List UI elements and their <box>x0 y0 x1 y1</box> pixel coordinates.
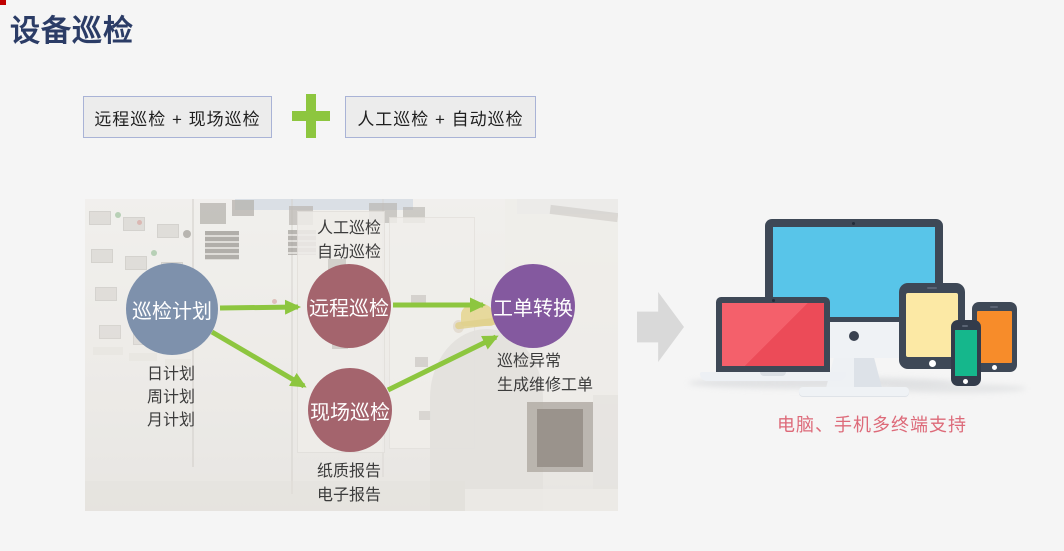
formula-left-box: 远程巡检 + 现场巡检 <box>83 96 272 138</box>
panel-meter <box>95 287 117 301</box>
photo-detail-shape <box>235 199 413 210</box>
node-workorder-transform: 工单转换 <box>491 264 575 348</box>
node-label: 巡检计划 <box>132 300 212 323</box>
panel-meter <box>157 224 179 238</box>
phablet-camera-dash <box>990 306 998 308</box>
panel-instrument <box>205 231 239 260</box>
device-shadow <box>888 384 1026 393</box>
tablet-camera-dash <box>927 287 937 289</box>
label-plate <box>93 347 123 355</box>
note-line: 巡检异常 <box>497 353 562 370</box>
monitor-logo-dot <box>849 331 859 341</box>
label-plate <box>165 359 191 367</box>
tablet-screen <box>906 293 958 357</box>
right-arrow-icon <box>637 292 684 362</box>
node-label: 远程巡检 <box>309 297 389 320</box>
photo-white-wash <box>85 199 618 511</box>
monitor-base <box>799 387 909 396</box>
node-onsite-inspection: 现场巡检 <box>308 368 392 452</box>
laptop-screen <box>722 303 824 366</box>
note-line: 纸质报告 <box>316 463 381 480</box>
note-line: 人工巡检 <box>316 220 381 237</box>
photo-detail-shape <box>419 411 431 420</box>
floor <box>465 489 618 511</box>
laptop-icon <box>716 297 830 372</box>
node-label: 现场巡检 <box>310 401 390 424</box>
plus-icon-bar <box>306 94 316 138</box>
indicator-light-red <box>137 220 142 225</box>
note-line: 日计划 <box>146 366 195 383</box>
photo-detail-shape <box>415 357 428 367</box>
phone-home-button <box>963 379 968 384</box>
note-onsite-outputs: 纸质报告 电子报告 <box>282 460 416 508</box>
node-label: 工单转换 <box>493 297 573 320</box>
phone-icon <box>951 320 981 386</box>
note-line: 电子报告 <box>316 487 381 504</box>
page-title: 设备巡检 <box>10 15 134 48</box>
indicator-light-red <box>272 299 277 304</box>
plus-icon <box>292 94 330 138</box>
phablet-screen <box>977 311 1012 363</box>
flow-arrows <box>210 297 499 393</box>
corner-mark <box>0 0 6 5</box>
label-plate <box>129 353 157 361</box>
cabinet-edge <box>291 199 293 494</box>
indicator-light-green <box>151 250 157 256</box>
monitor-camera-dot <box>852 222 855 225</box>
node-inspection-plan: 巡检计划 <box>126 263 218 355</box>
panel-meter <box>89 211 111 225</box>
laptop-camera-dot <box>772 299 775 302</box>
note-line: 周计划 <box>146 389 195 406</box>
phablet-home-button <box>992 365 997 370</box>
note-plan-types: 日计划 周计划 月计划 <box>104 363 238 432</box>
note-line: 生成维修工单 <box>497 377 594 394</box>
tablet-home-button <box>929 360 936 367</box>
node-remote-inspection: 远程巡检 <box>307 264 391 348</box>
panel-knob <box>183 230 191 238</box>
note-order-result: 巡检异常 生成维修工单 <box>497 350 618 398</box>
panel-meter <box>99 325 121 339</box>
laptop-base <box>700 372 846 381</box>
relay-box <box>232 200 254 216</box>
inspection-photo-panel: 巡检计划 远程巡检 现场巡检 工单转换 人工巡检 自动巡检 日计划 周计划 月计… <box>85 199 618 511</box>
photo-detail-shape <box>411 295 426 306</box>
relay-box <box>200 203 226 224</box>
terminals-caption: 电脑、手机多终端支持 <box>777 415 967 435</box>
desktop-monitor-icon <box>765 219 943 322</box>
note-line: 月计划 <box>146 412 195 429</box>
phablet-icon <box>972 302 1017 372</box>
arrow-plan-to-remote <box>219 299 301 315</box>
arrow-plan-to-onsite <box>210 329 307 389</box>
phone-screen <box>955 330 977 376</box>
formula-right-box: 人工巡检 + 自动巡检 <box>345 96 536 138</box>
indicator-light-green <box>115 212 121 218</box>
panel-meter <box>91 249 113 263</box>
note-remote-inputs: 人工巡检 自动巡检 <box>282 217 416 265</box>
note-line: 自动巡检 <box>316 244 381 261</box>
panel-meter <box>125 256 147 270</box>
laptop-notch <box>760 372 786 376</box>
floor <box>85 481 465 511</box>
arrow-onsite-to-order <box>386 334 499 393</box>
phone-speaker-dash <box>962 325 968 327</box>
doorway-interior <box>537 409 583 467</box>
terminals-illustration: 电脑、手机多终端支持 <box>630 200 1054 445</box>
